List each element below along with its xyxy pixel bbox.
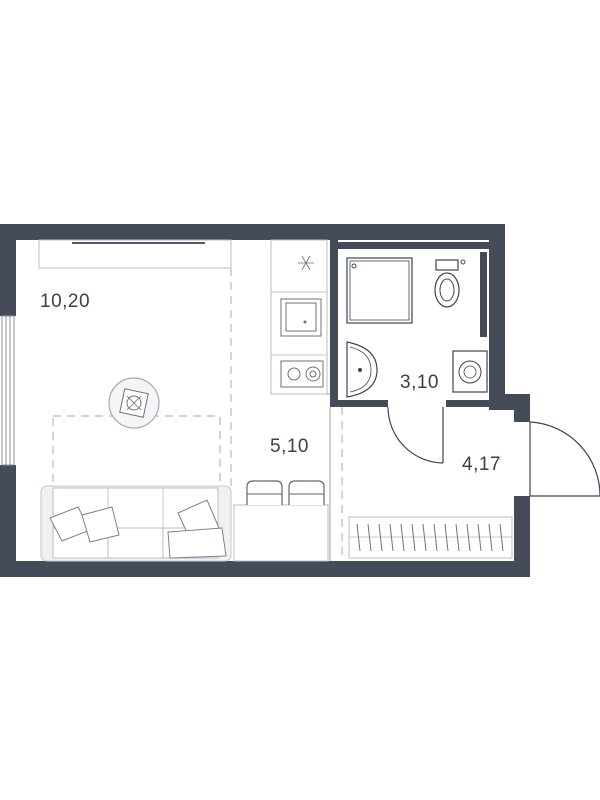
bathroom-door [387,406,444,464]
sofa [40,485,232,562]
chair [246,480,283,505]
dining-table [233,504,329,562]
toilet [434,259,466,308]
tv-console [38,239,232,269]
shower-tray [346,257,413,324]
window [1,315,15,466]
washing-machine [452,350,488,393]
cooktop [280,360,324,388]
kitchen-sink [280,298,322,337]
wardrobe [348,516,513,559]
room-area-living: 10,20 [40,291,90,312]
room-area-hallway: 4,17 [462,454,501,475]
chair [288,480,325,505]
room-area-bathroom: 3,10 [400,372,439,393]
room-area-kitchen: 5,10 [270,436,309,457]
bathroom-walls [330,240,497,407]
rug [52,415,221,542]
entrance-door [529,421,600,497]
outer-walls [0,224,530,577]
washbasin [346,341,378,398]
coffee-table [108,377,160,429]
fridge [298,255,314,271]
